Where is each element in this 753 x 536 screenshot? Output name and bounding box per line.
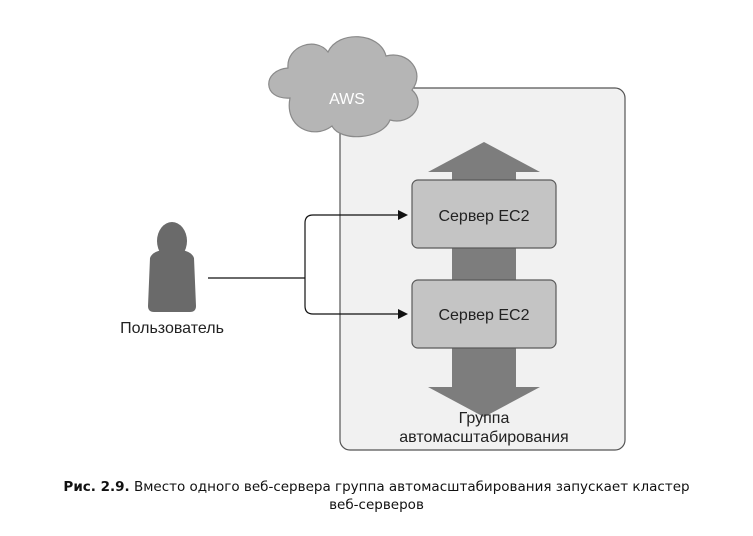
user-icon: [148, 222, 196, 312]
aws-cloud-icon: AWS: [268, 36, 419, 138]
connection-lines: [208, 210, 408, 319]
ec2-server-2-label: Сервер EC2: [438, 307, 529, 324]
figure-caption-text: Вместо одного веб-сервера группа автомас…: [133, 479, 690, 513]
architecture-diagram: Сервер EC2 Сервер EC2 Группа автомасштаб…: [120, 36, 626, 451]
autoscaling-group-label-line2: автомасштабирования: [399, 429, 568, 446]
ec2-server-1-label: Сервер EC2: [438, 208, 529, 225]
figure-caption-label: Рис. 2.9.: [63, 479, 130, 495]
ec2-server-1: Сервер EC2: [411, 179, 557, 249]
figure-caption: Рис. 2.9. Вместо одного веб-сервера груп…: [60, 478, 693, 514]
autoscaling-group-label-line1: Группа: [459, 410, 510, 427]
user-label: Пользователь: [120, 320, 224, 337]
ec2-server-2: Сервер EC2: [411, 279, 557, 349]
aws-cloud-label: AWS: [329, 91, 365, 108]
